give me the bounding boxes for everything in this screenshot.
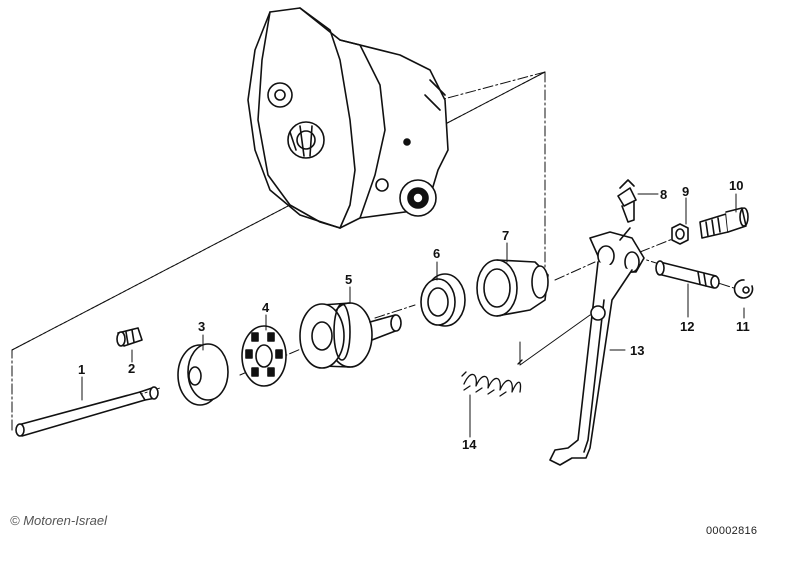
part-8-bleed-nipple: [617, 179, 637, 223]
callout-4: 4: [262, 300, 270, 315]
callout-12: 12: [680, 319, 694, 334]
part-11-circlip: [733, 279, 754, 299]
callout-6: 6: [433, 246, 440, 261]
part-3-thrust-disc: [177, 343, 229, 406]
part-5-piston: [299, 302, 402, 369]
diagram-reference-number: 00002816: [706, 525, 758, 537]
callout-1: 1: [78, 362, 85, 377]
callout-labels: 1 2 3 4 5 6 7 8 9 10 11 12 13 14: [78, 178, 750, 452]
part-10-bolt: [699, 207, 749, 239]
callout-9: 9: [682, 184, 689, 199]
part-9-nut: [671, 223, 689, 245]
callout-5: 5: [345, 272, 352, 287]
part-12-pivot-pin: [655, 260, 720, 289]
part-2-bush: [116, 327, 143, 347]
part-14-return-spring: [461, 359, 523, 397]
callout-13: 13: [630, 343, 644, 358]
callout-11: 11: [736, 319, 750, 334]
part-7-rubber-boot: [476, 259, 549, 317]
callout-8: 8: [660, 187, 667, 202]
callout-10: 10: [729, 178, 743, 193]
callout-leader-lines: [81, 193, 745, 438]
callout-14: 14: [462, 437, 477, 452]
gearbox-housing: [247, 7, 449, 229]
callout-7: 7: [502, 228, 509, 243]
part-6-seal-ring: [420, 273, 466, 327]
callout-3: 3: [198, 319, 205, 334]
copyright-credit: © Motoren-Israel: [10, 513, 107, 528]
part-1-pushrod-shaft: [15, 386, 159, 437]
callout-2: 2: [128, 361, 135, 376]
part-13-release-lever: [549, 227, 645, 466]
part-4-needle-bearing: [241, 325, 287, 387]
